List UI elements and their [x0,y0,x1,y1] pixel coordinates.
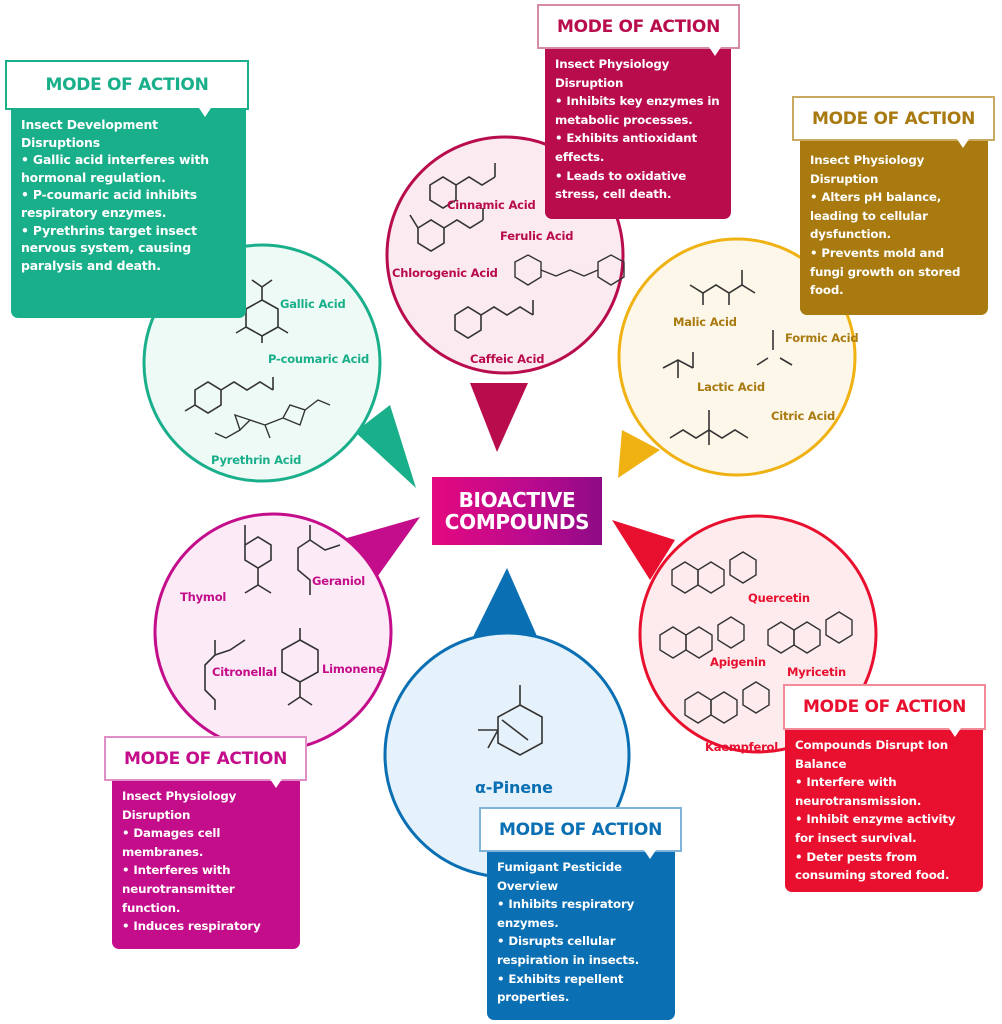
mode-of-action-terpenes: MODE OF ACTION Insect Physiology Disrupt… [104,736,308,950]
mode-of-action-point: • P-coumaric acid inhibits respiratory e… [21,187,197,220]
compound-label-apigenin: Apigenin [710,655,766,669]
compound-label-quercetin: Quercetin [748,591,810,605]
structure-thymol [244,525,272,594]
structure-chlorogenic-acid [514,254,625,286]
compound-label-malic-acid: Malic Acid [673,315,737,329]
structure-citric-acid [669,410,749,445]
circle-organic [617,237,857,477]
compound-label-myricetin: Myricetin [787,665,846,679]
compound-label-limonene: Limonene [322,662,384,676]
mode-of-action-flavonoids: MODE OF ACTION Compounds Disrupt Ion Bal… [783,684,987,894]
mode-of-action-subtitle: Fumigant Pesticide Overview [497,860,622,893]
mode-of-action-body: Insect Physiology Disruption • Inhibits … [545,47,731,219]
mode-of-action-point: • Prevents mold and fungi growth on stor… [810,245,961,298]
mode-of-action-point: • Leads to oxidative stress, cell death. [555,168,687,202]
structure-malic-acid [689,270,756,305]
pointer-flavonoids [612,520,675,580]
compound-label-thymol: Thymol [180,590,227,604]
structure-geraniol [297,525,341,595]
mode-of-action-point: • Exhibits antioxidant effects. [555,131,697,164]
callout-notch [957,139,969,148]
center-title-line-2: COMPOUNDS [444,510,590,534]
compound-label-caffeic-acid: Caffeic Acid [470,352,545,366]
mode-of-action-body: Insect Physiology Disruption • Alters pH… [800,139,988,315]
mode-of-action-point: • Damages cell membranes. [122,826,221,859]
compound-label-geraniol: Geraniol [312,574,366,588]
mode-of-action-body: Insect Physiology Disruption • Damages c… [112,779,300,949]
mode-of-action-subtitle: Insect Development Disruptions [21,117,158,150]
compound-label-chlorogenic-acid: Chlorogenic Acid [392,266,498,280]
callout-notch [644,850,656,859]
callout-notch [199,108,211,117]
callout-notch [270,779,282,788]
mode-of-action-point: • Interfere with neurotransmission. [795,775,922,808]
mode-of-action-body: Insect Development Disruptions • Gallic … [11,108,246,318]
mode-of-action-subtitle: Insect Physiology Disruption [555,57,670,90]
structure-apigenin [659,616,745,659]
mode-of-action-cinnamic: MODE OF ACTION Insect Physiology Disrupt… [537,4,741,219]
pointer-cinnamic [470,383,528,452]
pointer-pinene [470,568,540,643]
compound-label-lactic-acid: Lactic Acid [697,380,765,394]
mode-of-action-point: • Deter pests from consuming stored food… [795,849,950,883]
center-title: BIOACTIVE COMPOUNDS [432,477,602,545]
pointer-phenolic [355,405,416,488]
compound-label-formic-acid: Formic Acid [785,331,859,345]
pointer-organic [618,430,660,478]
mode-of-action-heading: MODE OF ACTION [792,96,995,141]
mode-of-action-point: • Induces respiratory [122,919,261,934]
mode-of-action-pinene: MODE OF ACTION Fumigant Pesticide Overvi… [479,807,683,1021]
compound-label-citric-acid: Citric Acid [771,409,836,423]
mode-of-action-point: • Inhibits respiratory enzymes. [497,897,635,930]
compound-label-ferulic-acid: Ferulic Acid [500,229,574,243]
structure-kaempferol [684,681,770,724]
mode-of-action-body: Fumigant Pesticide Overview • Inhibits r… [487,850,675,1020]
mode-of-action-subtitle: Compounds Disrupt Ion Balance [795,738,948,771]
mode-of-action-subtitle: Insect Physiology Disruption [810,153,925,186]
callout-notch [709,47,721,56]
structure-alpha-pinene [478,685,543,756]
compound-label-gallic-acid: Gallic Acid [280,297,346,311]
compound-label-cinnamic-acid: Cinnamic Acid [447,198,536,212]
structure-myricetin [767,611,853,654]
mode-of-action-heading: MODE OF ACTION [5,60,249,110]
structure-lactic-acid [662,352,694,378]
structure-p-coumaric-acid [184,377,274,414]
structure-formic-acid [756,330,793,366]
compound-label-alpha-pinene: α-Pinene [475,778,553,797]
mode-of-action-point: • Alters pH balance, leading to cellular… [810,190,942,242]
mode-of-action-heading: MODE OF ACTION [783,684,986,730]
structure-limonene [281,628,319,706]
circle-terpenes [153,512,393,752]
compound-label-kaempferol: Kaempferol [705,740,779,754]
mode-of-action-phenolic: MODE OF ACTION Insect Development Disrup… [5,60,250,318]
mode-of-action-subtitle: Insect Physiology Disruption [122,789,237,822]
mode-of-action-point: • Pyrethrins target insect nervous syste… [21,222,197,273]
structure-caffeic-acid [454,300,534,339]
mode-of-action-heading: MODE OF ACTION [537,4,740,49]
structure-gallic-acid [235,279,289,343]
mode-of-action-organic-acids: MODE OF ACTION Insect Physiology Disrupt… [792,96,996,316]
structure-ferulic-acid [409,208,484,252]
callout-notch [949,728,961,737]
center-title-line-1: BIOACTIVE [458,488,576,512]
structure-cinnamic-acid [429,163,496,209]
mode-of-action-heading: MODE OF ACTION [479,807,682,852]
compound-label-p-coumaric-acid: P-coumaric Acid [268,352,369,366]
structure-citronellal [204,639,246,710]
mode-of-action-point: • Inhibit enzyme activity for insect sur… [795,812,956,845]
compound-label-pyrethrin-acid: Pyrethrin Acid [211,453,302,467]
mode-of-action-point: • Gallic acid interferes with hormonal r… [21,152,209,185]
structure-quercetin [671,551,757,594]
mode-of-action-heading: MODE OF ACTION [104,736,307,781]
mode-of-action-point: • Disrupts cellular respiration in insec… [497,934,640,967]
pointer-terpenes [340,517,420,580]
compound-label-citronellal: Citronellal [212,665,277,679]
mode-of-action-point: • Inhibits key enzymes in metabolic proc… [555,94,720,127]
mode-of-action-point: • Interferes with neurotransmitter funct… [122,863,235,915]
mode-of-action-body: Compounds Disrupt Ion Balance • Interfer… [785,728,983,892]
mode-of-action-point: • Exhibits repellent properties. [497,971,624,1005]
structure-pyrethrin [214,399,331,439]
